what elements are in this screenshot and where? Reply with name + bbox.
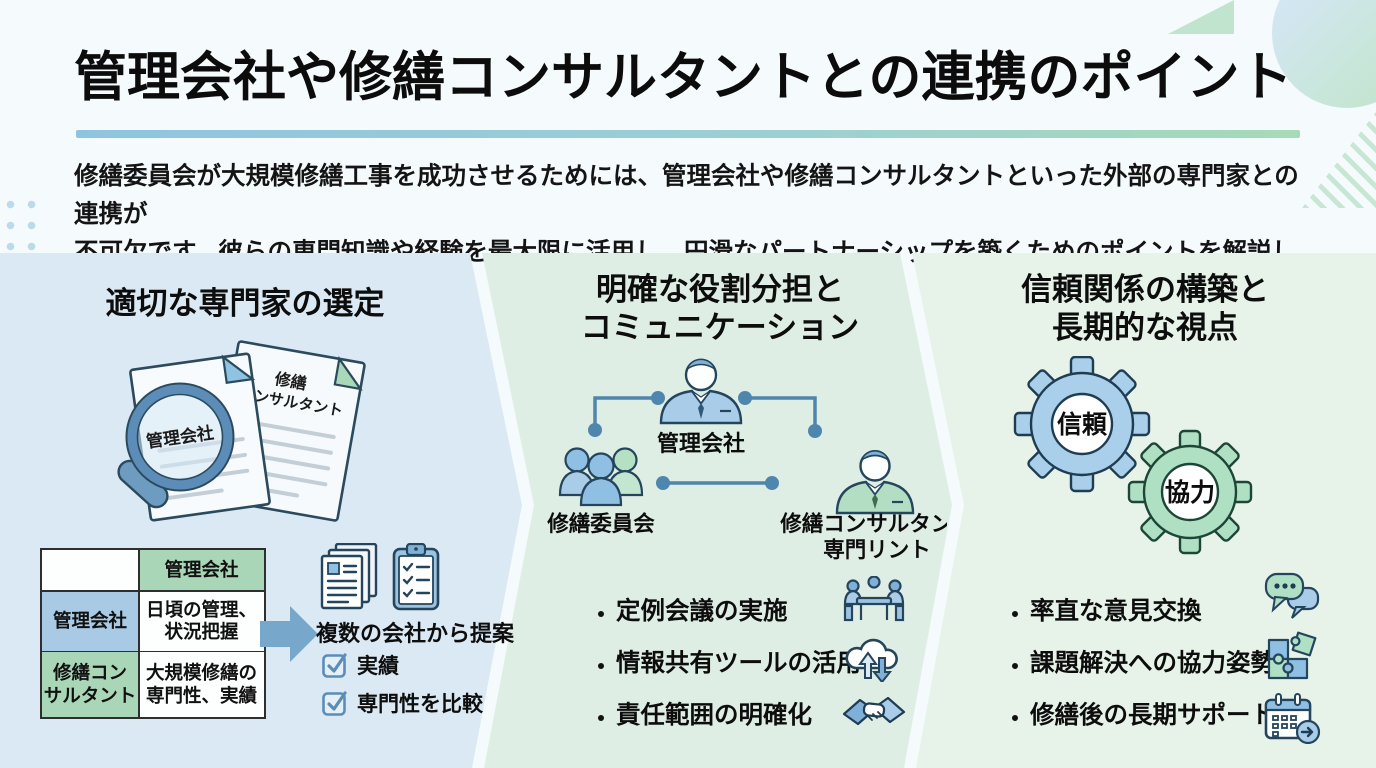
table-cell-empty (42, 550, 138, 590)
bullet-item: 情報共有ツールの活用 (616, 644, 861, 679)
connector-dots (588, 391, 822, 490)
trust-gear-icon: 信頼 (1013, 356, 1151, 493)
intro-line-1: 修繕委員会が大規模修繕工事を成功させるためには、管理会社や修繕コンサルタントとい… (74, 163, 1299, 228)
bullet-item: 率直な意見交換 (1030, 592, 1275, 627)
handshake-icon (842, 696, 906, 726)
label-consultant-2: 専門リント (823, 538, 931, 562)
clipboard-checklist-icon (392, 543, 440, 611)
cooperation-gear-icon: 協力 (1127, 429, 1253, 555)
calendar-arrow-icon (1264, 693, 1321, 744)
column2-title: 明確な役割分担と コミュニケーション (580, 272, 860, 345)
bullet-item: 修繕後の長期サポート (1030, 696, 1275, 731)
label-management: 管理会社 (657, 431, 745, 456)
person-consultant-icon (835, 450, 915, 515)
svg-text:協力: 協力 (1165, 479, 1215, 507)
group-committee-icon (558, 447, 644, 507)
cloud-sync-icon (845, 638, 898, 682)
puzzle-icon (1267, 631, 1317, 680)
magnifier-icon: 管理会社 (117, 382, 235, 509)
table-row-management-label: 管理会社 (42, 591, 138, 651)
triangle-decor-icon (1168, 0, 1234, 34)
bullet-item: 課題解決への協力姿勢 (1030, 644, 1275, 679)
label-committee: 修繕委員会 (546, 511, 655, 536)
person-management-icon (659, 358, 743, 425)
table-row-management-value: 日頃の管理、 状況把握 (139, 591, 264, 651)
speech-bubbles-icon (1264, 572, 1320, 619)
proposal-text: 複数の会社から提案 (316, 621, 515, 646)
meeting-icon (843, 576, 905, 622)
comparison-table: 管理会社 管理会社 日頃の管理、 状況把握 修繕コン サルタント 大規模修繕の … (40, 548, 266, 719)
panel-trust (912, 253, 1376, 768)
gears-illustration: 信頼 協力 (1013, 356, 1253, 555)
checkbox-icon (322, 691, 347, 716)
check-item-expertise: 専門性を比較 (322, 688, 483, 718)
documents-stack-icon (320, 543, 378, 610)
bullet-item: 定例会議の実施 (616, 592, 861, 627)
column3-icons (1264, 572, 1322, 744)
check-item-results: 実績 (322, 650, 399, 680)
title-underline (76, 130, 1300, 138)
bullet-item: 責任範囲の明確化 (616, 696, 861, 731)
connector-lines (593, 396, 817, 485)
column2-bullets: 定例会議の実施 情報共有ツールの活用 責任範囲の明確化 (586, 592, 861, 748)
check-label: 専門性を比較 (357, 693, 483, 716)
table-header-management: 管理会社 (139, 550, 264, 590)
column3-title: 信頼関係の構築と 長期的な視点 (1021, 272, 1269, 345)
table-row-consultant-label: 修繕コン サルタント (42, 652, 138, 717)
column3-bullets: 率直な意見交換 課題解決への協力姿勢 修繕後の長期サポート (1000, 592, 1275, 748)
table-row-consultant-value: 大規模修繕の 専門性、実績 (139, 652, 264, 717)
page-title: 管理会社や修繕コンサルタントとの連携のポイント (74, 48, 1293, 107)
column2-icons (842, 576, 906, 736)
label-consultant-1: 修繕コンサルタント (779, 511, 947, 536)
organization-diagram: 管理会社 修繕委員会 修繕コンサルタント 専門リント (546, 358, 947, 562)
proposal-icons (320, 543, 440, 611)
right-arrow-icon (260, 606, 318, 662)
check-label: 実績 (357, 655, 399, 678)
checkbox-icon (322, 653, 347, 678)
documents-magnifier-illustration: 修繕 コンサルタント 管理会社 (117, 340, 366, 522)
svg-text:信頼: 信頼 (1057, 411, 1108, 439)
column1-title: 適切な専門家の選定 (105, 286, 385, 321)
